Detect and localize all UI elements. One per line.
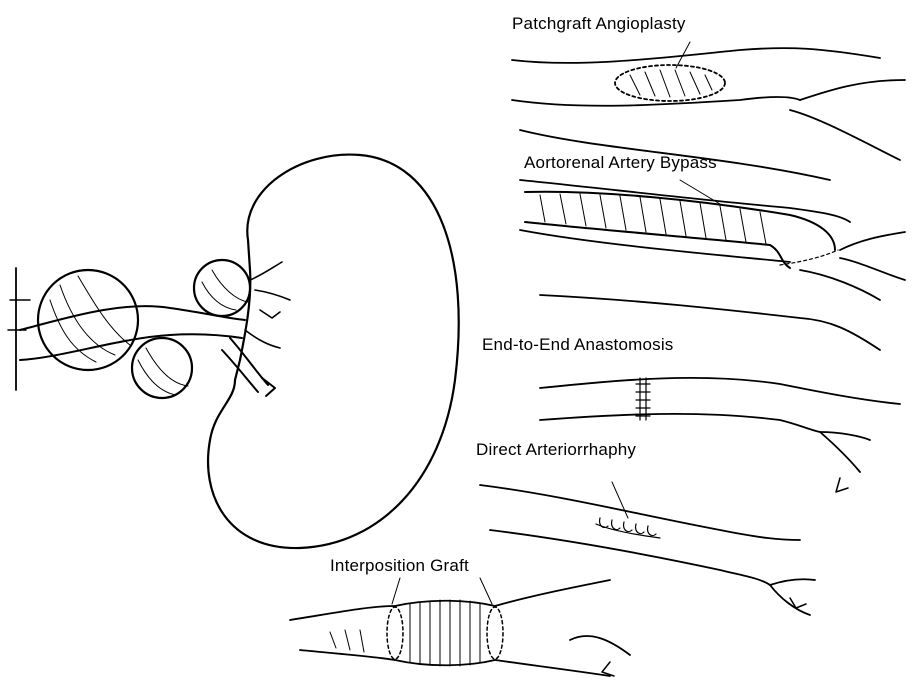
arteriorrhaphy-figure: [480, 482, 815, 615]
aneurysm-upper: [194, 260, 250, 316]
kidney-outline: [208, 155, 459, 548]
label-direct-arteriorrhaphy: Direct Arteriorrhaphy: [476, 440, 636, 460]
end-to-end-figure: [540, 378, 900, 492]
aortorenal-figure: [520, 180, 905, 350]
interposition-figure: [290, 578, 630, 676]
label-patchgraft-angioplasty: Patchgraft Angioplasty: [512, 14, 686, 34]
kidney-illustration: [8, 155, 459, 548]
label-interposition-graft: Interposition Graft: [330, 556, 469, 576]
aneurysm-large: [38, 270, 138, 370]
label-aortorenal-artery-bypass: Aortorenal Artery Bypass: [524, 153, 717, 173]
label-end-to-end-anastomosis: End-to-End Anastomosis: [482, 335, 674, 355]
